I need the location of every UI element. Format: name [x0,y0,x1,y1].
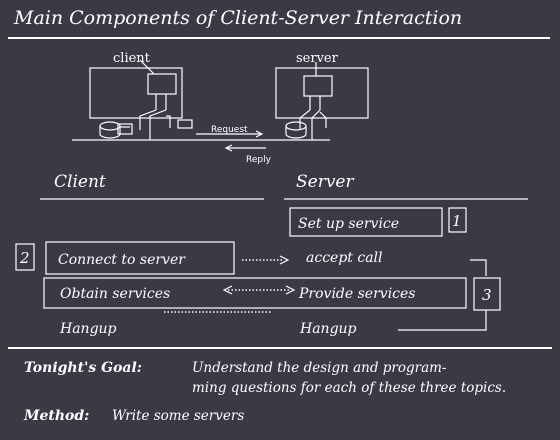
hangup-connector [398,310,487,331]
client-disk-top [99,121,121,131]
client-disk [99,126,121,139]
server-card [303,75,333,97]
step-2-badge [15,243,35,271]
step-1-number: 1 [452,212,462,230]
server-cables [299,109,327,140]
client-card [147,73,177,95]
accept-connector [470,259,487,276]
server-disk [285,126,307,139]
connect-arrowhead [279,255,290,265]
reply-label: Reply [246,155,272,165]
accept-call-text: accept call [306,250,383,266]
provide-services-text: Provide services [298,286,415,302]
server-column-heading: Server [296,172,354,192]
goal-text-line2: ming questions for each of these three t… [192,380,506,396]
client-label: client [113,51,151,66]
client-hangup-text: Hangup [59,321,117,337]
client-drive [117,123,133,135]
client-pointer [139,59,155,75]
client-connector [177,119,193,129]
client-monitor [89,67,183,119]
server-disk-top [285,121,307,131]
client-computer-illustration: client [89,51,193,140]
client-column-heading: Client [54,172,106,192]
server-monitor [275,67,369,119]
step-2-number: 2 [19,249,30,267]
method-text: Write some servers [112,408,244,424]
setup-service-text: Set up service [298,216,399,232]
connect-box [45,241,235,275]
slide-title: Main Components of Client-Server Interac… [13,7,462,29]
server-label: server [296,51,339,66]
step-3-number: 3 [482,286,492,304]
server-hangup-text: Hangup [299,321,357,337]
setup-service-box [289,207,443,237]
services-arrowhead-left [222,285,233,295]
client-cables [139,109,171,140]
step-3-badge [473,277,501,311]
method-label: Method: [23,408,89,424]
services-arrowhead-right [285,285,296,295]
request-arrowhead [255,130,264,138]
connect-text: Connect to server [58,252,186,268]
request-label: Request [211,125,248,135]
step-1-badge [448,207,467,233]
goal-text-line1: Understand the design and program- [192,360,447,376]
obtain-services-text: Obtain services [60,286,170,302]
server-computer-illustration: server [275,51,369,140]
goal-label: Tonight's Goal: [24,360,142,376]
services-box [43,277,467,309]
reply-arrowhead [224,144,233,152]
